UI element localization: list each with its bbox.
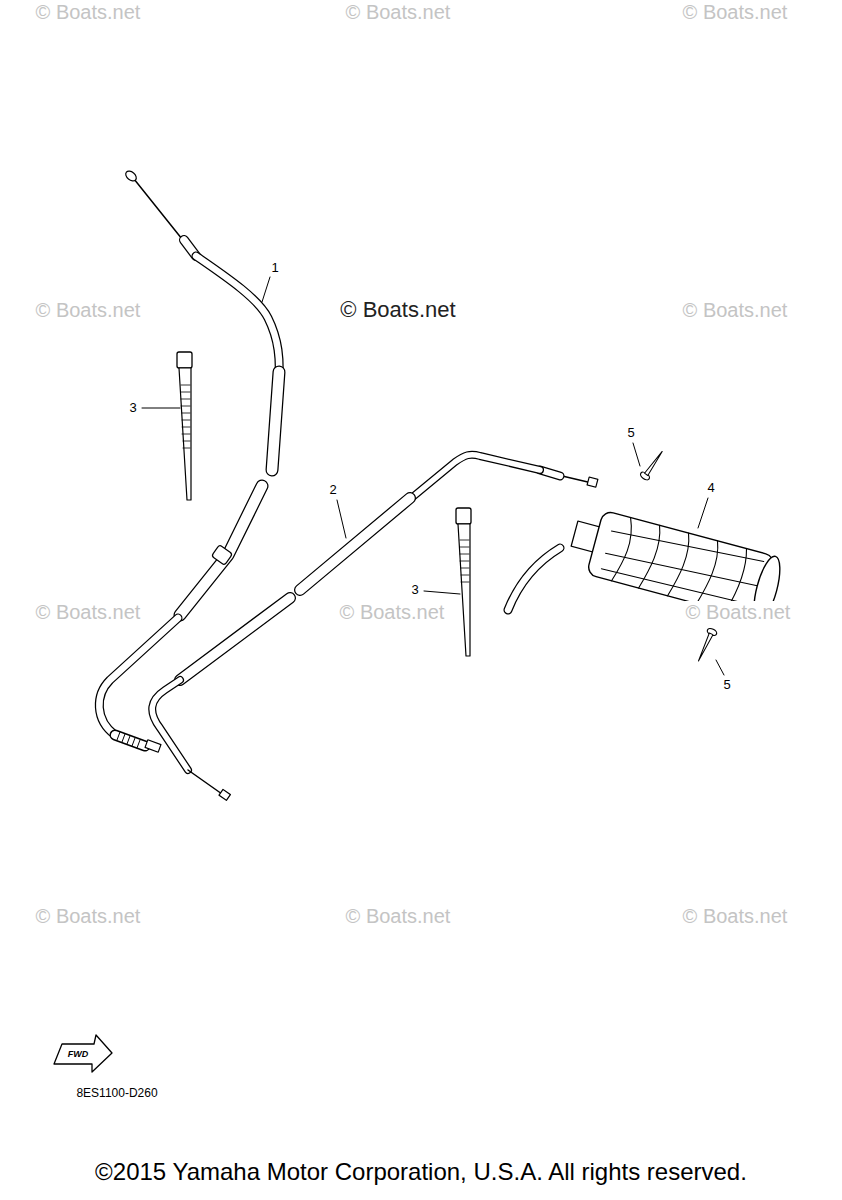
callout-number: 4: [706, 481, 715, 495]
callout-number: 3: [128, 401, 137, 415]
copyright-notice: ©2015 Yamaha Motor Corporation, U.S.A. A…: [94, 1159, 748, 1185]
watermark: © Boats.net: [339, 298, 456, 322]
watermark: © Boats.net: [339, 601, 446, 623]
callout-number: 5: [722, 678, 731, 692]
watermark: © Boats.net: [682, 299, 789, 321]
callout-number: 2: [328, 483, 337, 497]
watermark: © Boats.net: [35, 299, 142, 321]
callout-number: 5: [626, 426, 635, 440]
watermark: © Boats.net: [35, 1, 142, 23]
direction-label: FWD: [67, 1050, 90, 1060]
watermark: © Boats.net: [345, 1, 452, 23]
callout-number: 3: [410, 583, 419, 597]
diagram-code: 8ES1100-D260: [75, 1087, 158, 1100]
watermark: © Boats.net: [35, 601, 142, 623]
callout-number: 1: [270, 261, 279, 275]
watermark: © Boats.net: [345, 905, 452, 927]
watermark: © Boats.net: [35, 905, 142, 927]
watermark: © Boats.net: [682, 905, 789, 927]
watermark: © Boats.net: [685, 601, 792, 623]
watermark: © Boats.net: [682, 1, 789, 23]
